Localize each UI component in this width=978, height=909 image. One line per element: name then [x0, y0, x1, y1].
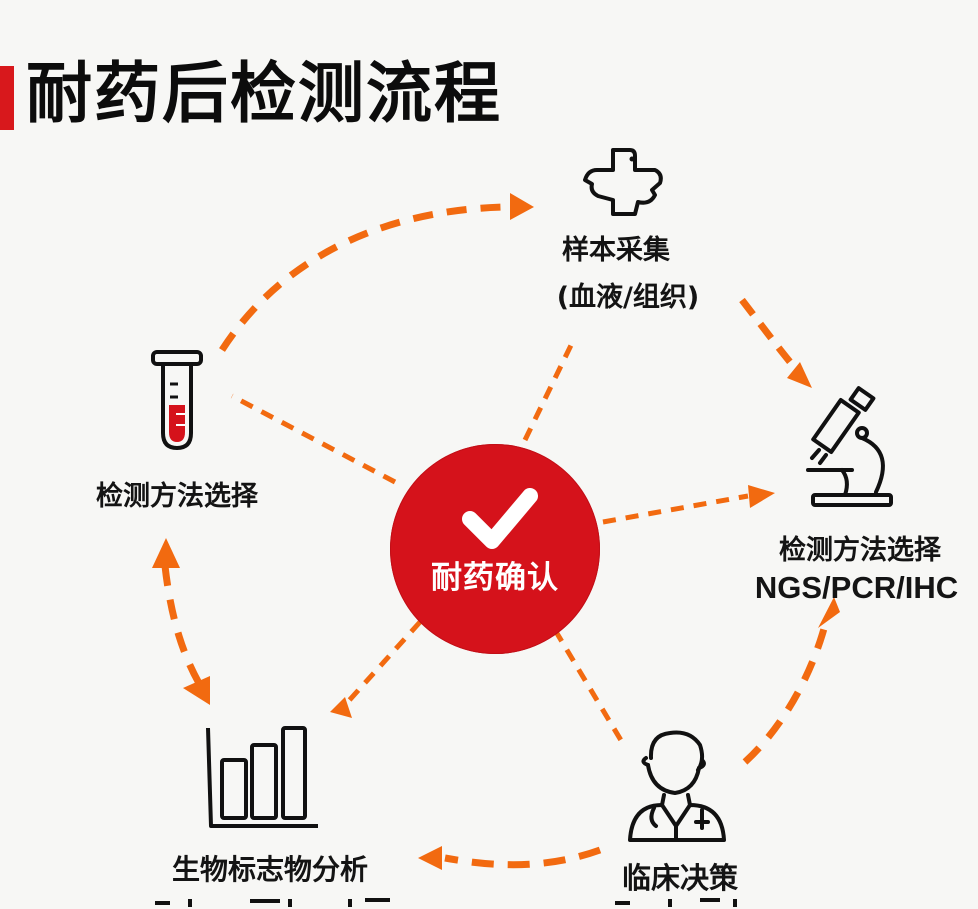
- spoke-center-to-tube: [230, 393, 397, 485]
- spoke-center-to-biomarker: [343, 620, 422, 707]
- page-title: 耐药后检测流程: [26, 55, 502, 132]
- arrow-tube-to-sample: [219, 203, 506, 352]
- arrowhead-spoke-microscope: [748, 485, 775, 508]
- arrowhead-top: [510, 193, 534, 220]
- center-label: 耐药确认: [431, 560, 559, 596]
- node-method-left-label: 检测方法选择: [96, 481, 258, 512]
- node-method-right-sublabel: NGS/PCR/IHC: [754, 570, 959, 605]
- arrowhead-microscope-top: [787, 362, 812, 388]
- center-node-resistance-confirmed: 耐药确认: [390, 444, 600, 654]
- arrowhead-microscope-bottom: [818, 597, 840, 628]
- checkmark-icon: [462, 488, 538, 549]
- arrowhead-spoke-biomarker: [330, 697, 352, 718]
- node-biomarker-label: 生物标志物分析: [171, 853, 368, 886]
- arrow-clinical-to-biomarker: [444, 846, 602, 869]
- spoke-center-to-sample: [522, 335, 578, 442]
- node-clinical-sublabel-cropped: [610, 897, 760, 909]
- title-accent-bar: [0, 66, 14, 130]
- arrow-method-biomarker-bidirectional: [161, 565, 204, 687]
- spoke-center-to-microscope: [602, 493, 749, 525]
- arrow-sample-to-microscope: [739, 297, 798, 371]
- node-biomarker-sublabel-cropped: [150, 895, 410, 907]
- node-sample-sublabel: (血液/组织): [556, 282, 700, 313]
- arrow-clinical-to-microscope: [742, 624, 829, 765]
- arrowhead-left-up: [152, 538, 180, 568]
- arrowhead-left-down: [183, 676, 210, 705]
- node-method-right-label: 检测方法选择: [779, 535, 941, 566]
- node-clinical-label: 临床决策: [621, 861, 738, 895]
- arrowhead-biomarker-bottom: [418, 846, 442, 870]
- node-sample-label: 样本采集: [562, 235, 670, 266]
